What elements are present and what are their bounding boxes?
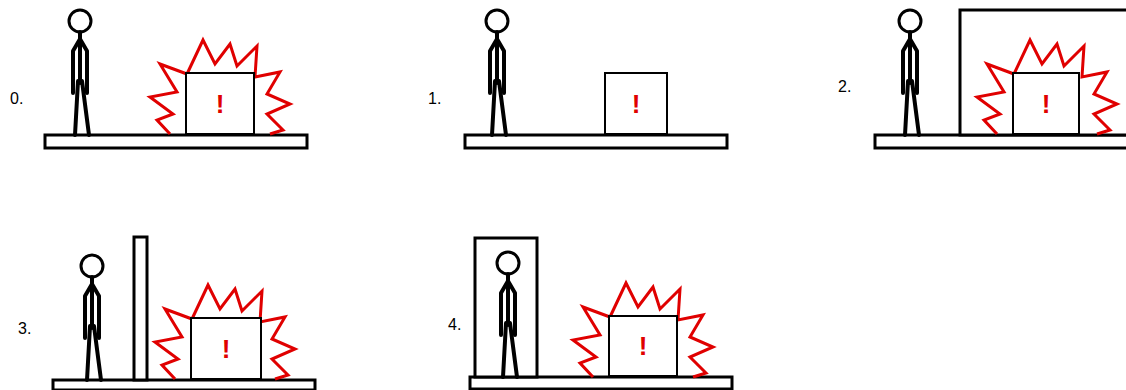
alarm-box: ! bbox=[604, 72, 668, 135]
platform bbox=[875, 135, 1126, 148]
panel-number: 1. bbox=[428, 90, 441, 108]
panel-number: 3. bbox=[18, 320, 31, 338]
alarm-burst bbox=[573, 283, 713, 377]
wall bbox=[134, 237, 147, 380]
enclosure-box bbox=[960, 10, 1126, 135]
alarm-mark: ! bbox=[632, 91, 641, 117]
alarm-mark: ! bbox=[1042, 91, 1051, 117]
alarm-mark: ! bbox=[639, 333, 648, 359]
alarm-burst bbox=[155, 285, 295, 379]
panel-number: 0. bbox=[10, 90, 23, 108]
alarm-box: ! bbox=[185, 72, 255, 135]
platform bbox=[465, 135, 727, 148]
alarm-mark: ! bbox=[222, 336, 231, 362]
stick-figure bbox=[81, 255, 103, 380]
stick-figure bbox=[497, 252, 519, 377]
panel-number: 4. bbox=[448, 316, 461, 334]
alarm-burst bbox=[150, 40, 290, 134]
alarm-burst bbox=[977, 40, 1117, 134]
alarm-mark: ! bbox=[216, 91, 225, 117]
platform bbox=[45, 135, 307, 148]
person-enclosure bbox=[475, 238, 537, 377]
platform bbox=[470, 377, 732, 389]
panel-number: 2. bbox=[838, 78, 851, 96]
stick-figure bbox=[899, 10, 921, 135]
platform bbox=[53, 380, 315, 390]
stick-figure bbox=[486, 10, 508, 135]
alarm-box: ! bbox=[1012, 72, 1080, 135]
alarm-box: ! bbox=[608, 315, 678, 377]
alarm-box: ! bbox=[190, 317, 262, 380]
stick-figure bbox=[69, 10, 91, 135]
